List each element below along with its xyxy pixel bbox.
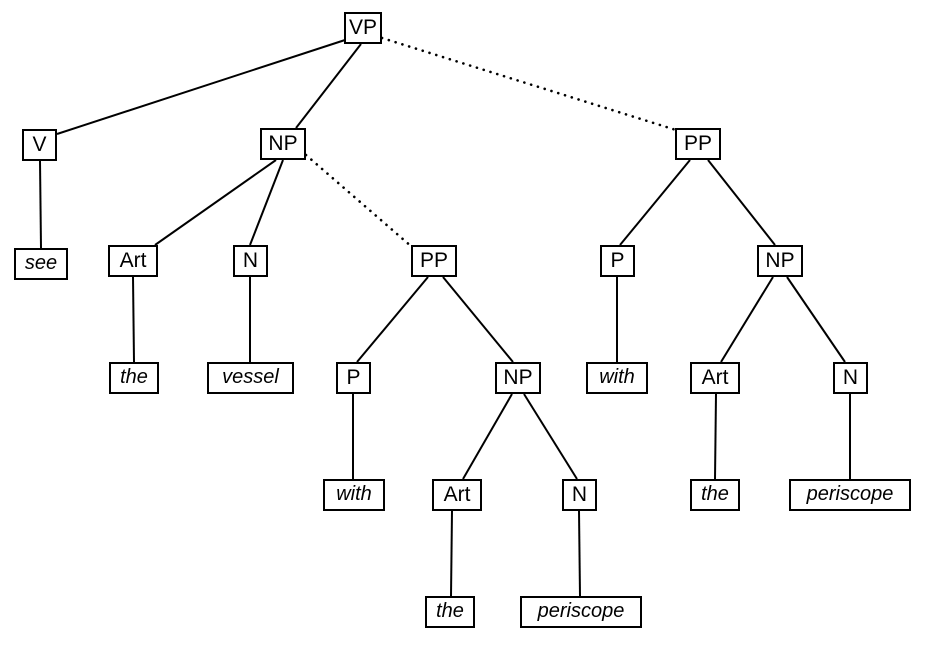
tree-node-label: P — [610, 248, 625, 272]
tree-edge-np1-to-pp_mid — [304, 153, 414, 249]
tree-node-label: VP — [348, 15, 377, 39]
tree-node-with_r: with — [586, 362, 648, 394]
tree-node-p_mid: P — [336, 362, 371, 394]
tree-node-np_mid: NP — [495, 362, 541, 394]
tree-edge-pp_mid-to-np_mid — [442, 276, 514, 363]
tree-node-label: PP — [419, 248, 448, 272]
tree-edge-np_mid-to-art_m — [462, 393, 513, 480]
tree-node-label: NP — [268, 131, 298, 155]
tree-edge-np_mid-to-n_m — [523, 393, 578, 480]
tree-node-pp_right: PP — [675, 128, 721, 160]
tree-node-label: V — [32, 132, 47, 156]
tree-node-np1: NP — [260, 128, 306, 160]
tree-node-the1: the — [109, 362, 159, 394]
tree-node-with_m: with — [323, 479, 385, 511]
tree-edge-np_right-to-art_r — [720, 276, 774, 363]
tree-node-periscope_m: periscope — [520, 596, 642, 628]
tree-edge-art_m-to-the_m — [450, 510, 453, 597]
tree-edge-np1-to-n1 — [249, 159, 284, 246]
tree-node-label: PP — [683, 131, 712, 155]
tree-node-label: with — [336, 483, 372, 505]
tree-edge-art1-to-the1 — [132, 276, 135, 363]
tree-node-art1: Art — [108, 245, 158, 277]
tree-node-label: the — [701, 483, 729, 505]
tree-node-np_right: NP — [757, 245, 803, 277]
tree-node-label: Art — [701, 365, 729, 389]
tree-node-art_m: Art — [432, 479, 482, 511]
tree-node-art_r: Art — [690, 362, 740, 394]
tree-edge-vp-to-pp_right — [380, 36, 678, 132]
tree-node-label: P — [346, 365, 361, 389]
tree-node-v: V — [22, 129, 57, 161]
tree-node-pp_mid: PP — [411, 245, 457, 277]
tree-node-label: NP — [765, 248, 795, 272]
tree-node-the_m: the — [425, 596, 475, 628]
tree-node-periscope_r: periscope — [789, 479, 911, 511]
tree-edge-np_right-to-n_r — [786, 276, 846, 363]
tree-node-the_r: the — [690, 479, 740, 511]
tree-edge-pp_right-to-p_right — [619, 159, 691, 246]
tree-node-label: N — [842, 365, 859, 389]
tree-node-label: the — [436, 600, 464, 622]
tree-node-label: periscope — [537, 600, 625, 622]
tree-node-label: N — [571, 482, 588, 506]
tree-node-label: Art — [119, 248, 147, 272]
tree-node-n1: N — [233, 245, 268, 277]
tree-node-p_right: P — [600, 245, 635, 277]
tree-edge-vp-to-v — [56, 39, 346, 135]
tree-edge-art_r-to-the_r — [714, 393, 717, 480]
tree-node-label: Art — [443, 482, 471, 506]
tree-node-label: with — [599, 366, 635, 388]
tree-edge-n_m-to-periscope_m — [578, 510, 581, 597]
tree-edge-v-to-see — [39, 160, 42, 249]
tree-node-label: see — [24, 252, 58, 274]
tree-node-label: the — [120, 366, 148, 388]
tree-node-n_r: N — [833, 362, 868, 394]
tree-node-see: see — [14, 248, 68, 280]
tree-node-label: N — [242, 248, 259, 272]
tree-node-vessel: vessel — [207, 362, 294, 394]
tree-node-vp: VP — [344, 12, 382, 44]
tree-edge-vp-to-np1 — [295, 43, 362, 129]
tree-edge-pp_right-to-np_right — [707, 159, 776, 246]
tree-node-label: vessel — [222, 366, 279, 388]
tree-edge-pp_mid-to-p_mid — [356, 276, 429, 363]
tree-node-label: NP — [503, 365, 533, 389]
tree-node-label: periscope — [806, 483, 894, 505]
tree-edge-np1-to-art1 — [154, 159, 277, 246]
tree-node-n_m: N — [562, 479, 597, 511]
